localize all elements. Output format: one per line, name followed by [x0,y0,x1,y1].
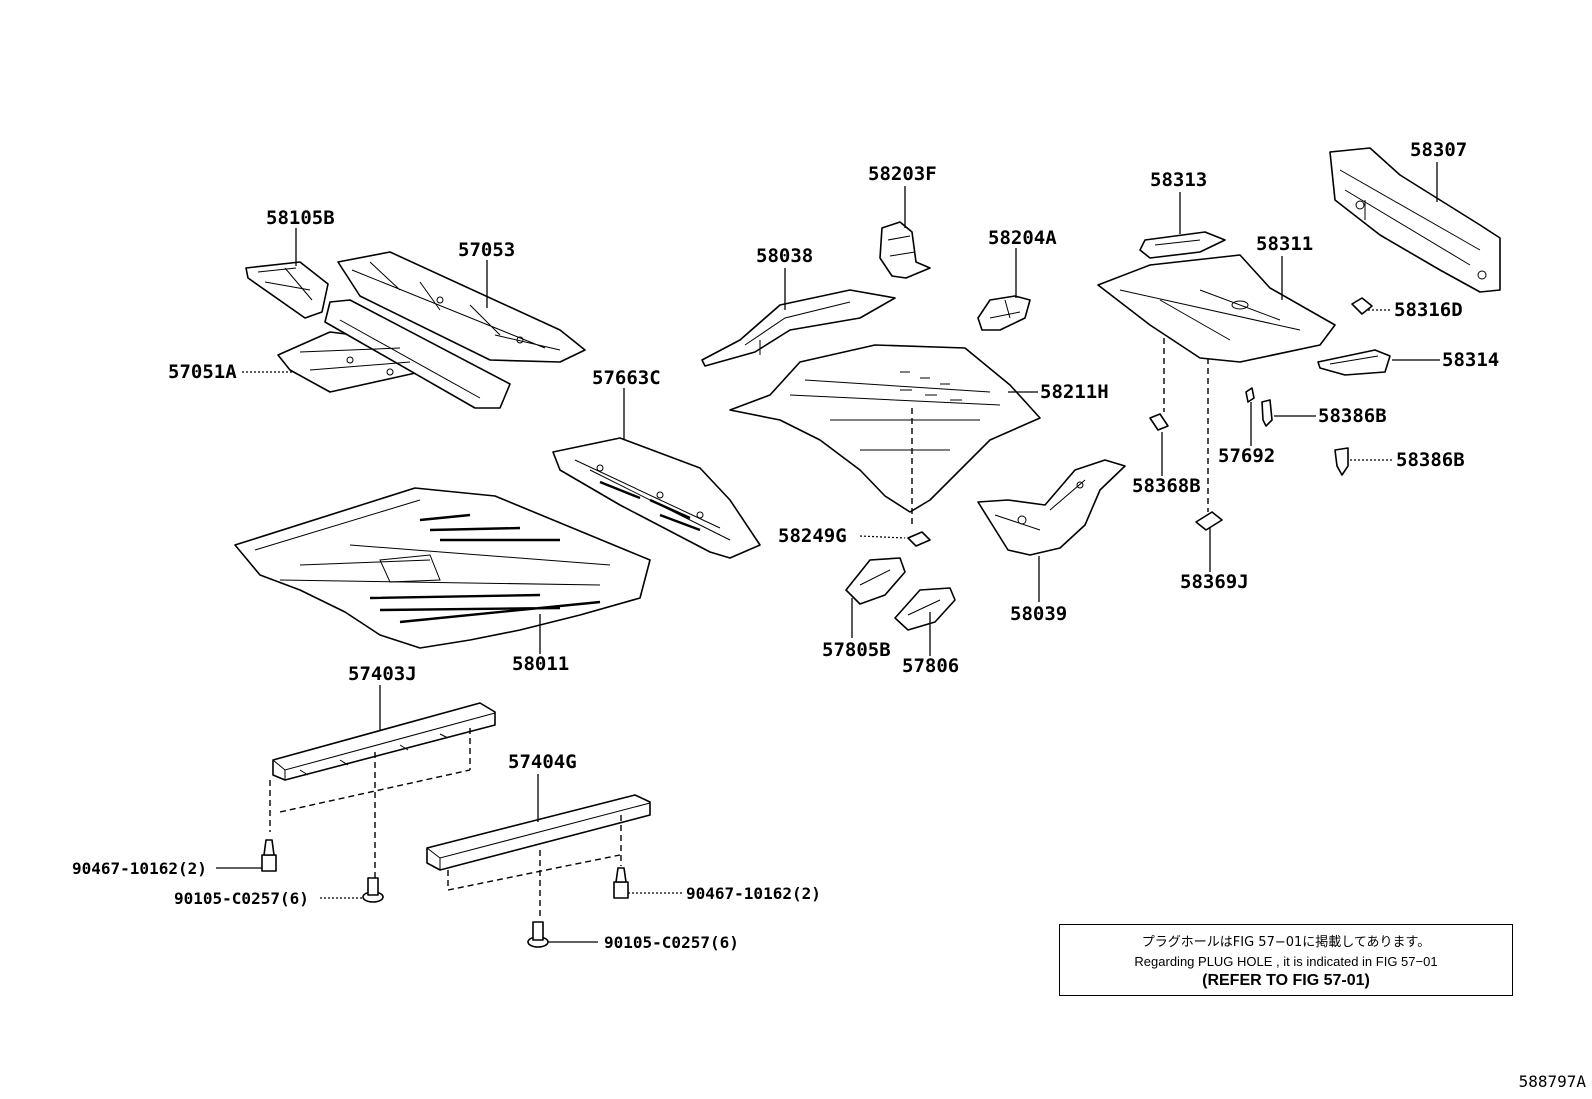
label-58316D: 58316D [1394,299,1463,321]
label-58386B-upper: 58386B [1318,405,1387,427]
label-58203F: 58203F [868,163,937,185]
part-58369J-drawing [1195,511,1223,531]
label-58307: 58307 [1410,139,1467,161]
label-58313: 58313 [1150,169,1207,191]
part-58203F-drawing [879,221,931,279]
leader-lines [216,162,1440,943]
part-57403J-drawing [272,702,496,781]
part-58249G-drawing [907,531,931,547]
label-58211H: 58211H [1040,381,1109,403]
label-90467-10162-right: 90467-10162(2) [686,884,821,903]
label-57692: 57692 [1218,445,1275,467]
part-57053-drawing [337,251,586,363]
label-90105-C0257-left: 90105-C0257(6) [174,889,309,908]
part-58386B-lower-drawing [1334,447,1349,476]
label-58368B: 58368B [1132,475,1201,497]
label-58311: 58311 [1256,233,1313,255]
part-58204A-drawing [977,295,1031,331]
reference-note: プラグホールはFIG 57−01に掲載してあります。 Regarding PLU… [1059,924,1513,996]
label-90105-C0257-right: 90105-C0257(6) [604,933,739,952]
part-57051A-drawing [277,299,511,409]
label-58314: 58314 [1442,349,1499,371]
part-58039-drawing [977,459,1126,556]
part-58316D-drawing [1351,297,1373,315]
bolt-90467-left [261,839,277,872]
bolt-90467-right [613,867,629,899]
label-57805B: 57805B [822,639,891,661]
label-57404G: 57404G [508,751,577,773]
part-57692-drawing [1245,387,1255,403]
part-58105B-drawing [245,261,329,319]
part-58211H-drawing [729,344,1041,513]
note-japanese: プラグホールはFIG 57−01に掲載してあります。 [1141,935,1431,950]
label-57806: 57806 [902,655,959,677]
label-58386B-lower: 58386B [1396,449,1465,471]
part-labels: 58105B 57053 57051A 58038 58203F 58204A … [72,139,1499,952]
part-57805B-drawing [845,557,906,605]
part-57404G-drawing [426,794,651,871]
part-58313-drawing [1139,231,1226,259]
bolt-90105-right [527,921,549,948]
part-58311-drawing [1097,254,1336,363]
part-58011-drawing [234,487,651,649]
part-58307-drawing [1329,147,1501,293]
label-90467-10162-left: 90467-10162(2) [72,859,207,878]
label-57663C: 57663C [592,367,661,389]
part-58314-drawing [1317,349,1391,376]
label-58204A: 58204A [988,227,1057,249]
label-58369J: 58369J [1180,571,1249,593]
label-58105B: 58105B [266,207,335,229]
label-57053: 57053 [458,239,515,261]
label-58038: 58038 [756,245,813,267]
label-58011: 58011 [512,653,569,675]
assembly-lines [269,338,1209,920]
note-english: Regarding PLUG HOLE , it is indicated in… [1134,954,1438,969]
part-58368B-drawing [1149,413,1169,431]
label-57403J: 57403J [348,663,417,685]
label-58039: 58039 [1010,603,1067,625]
label-57051A: 57051A [168,361,237,383]
part-58386B-upper-drawing [1261,399,1273,427]
part-57663C-drawing [552,437,761,559]
label-58249G: 58249G [778,525,847,547]
bolt-90105-left [362,877,384,903]
part-58038-drawing [701,289,896,367]
note-refer: (REFER TO FIG 57-01) [1202,972,1370,989]
part-57806-drawing [894,587,956,631]
figure-code: 588797A [1518,1072,1586,1091]
